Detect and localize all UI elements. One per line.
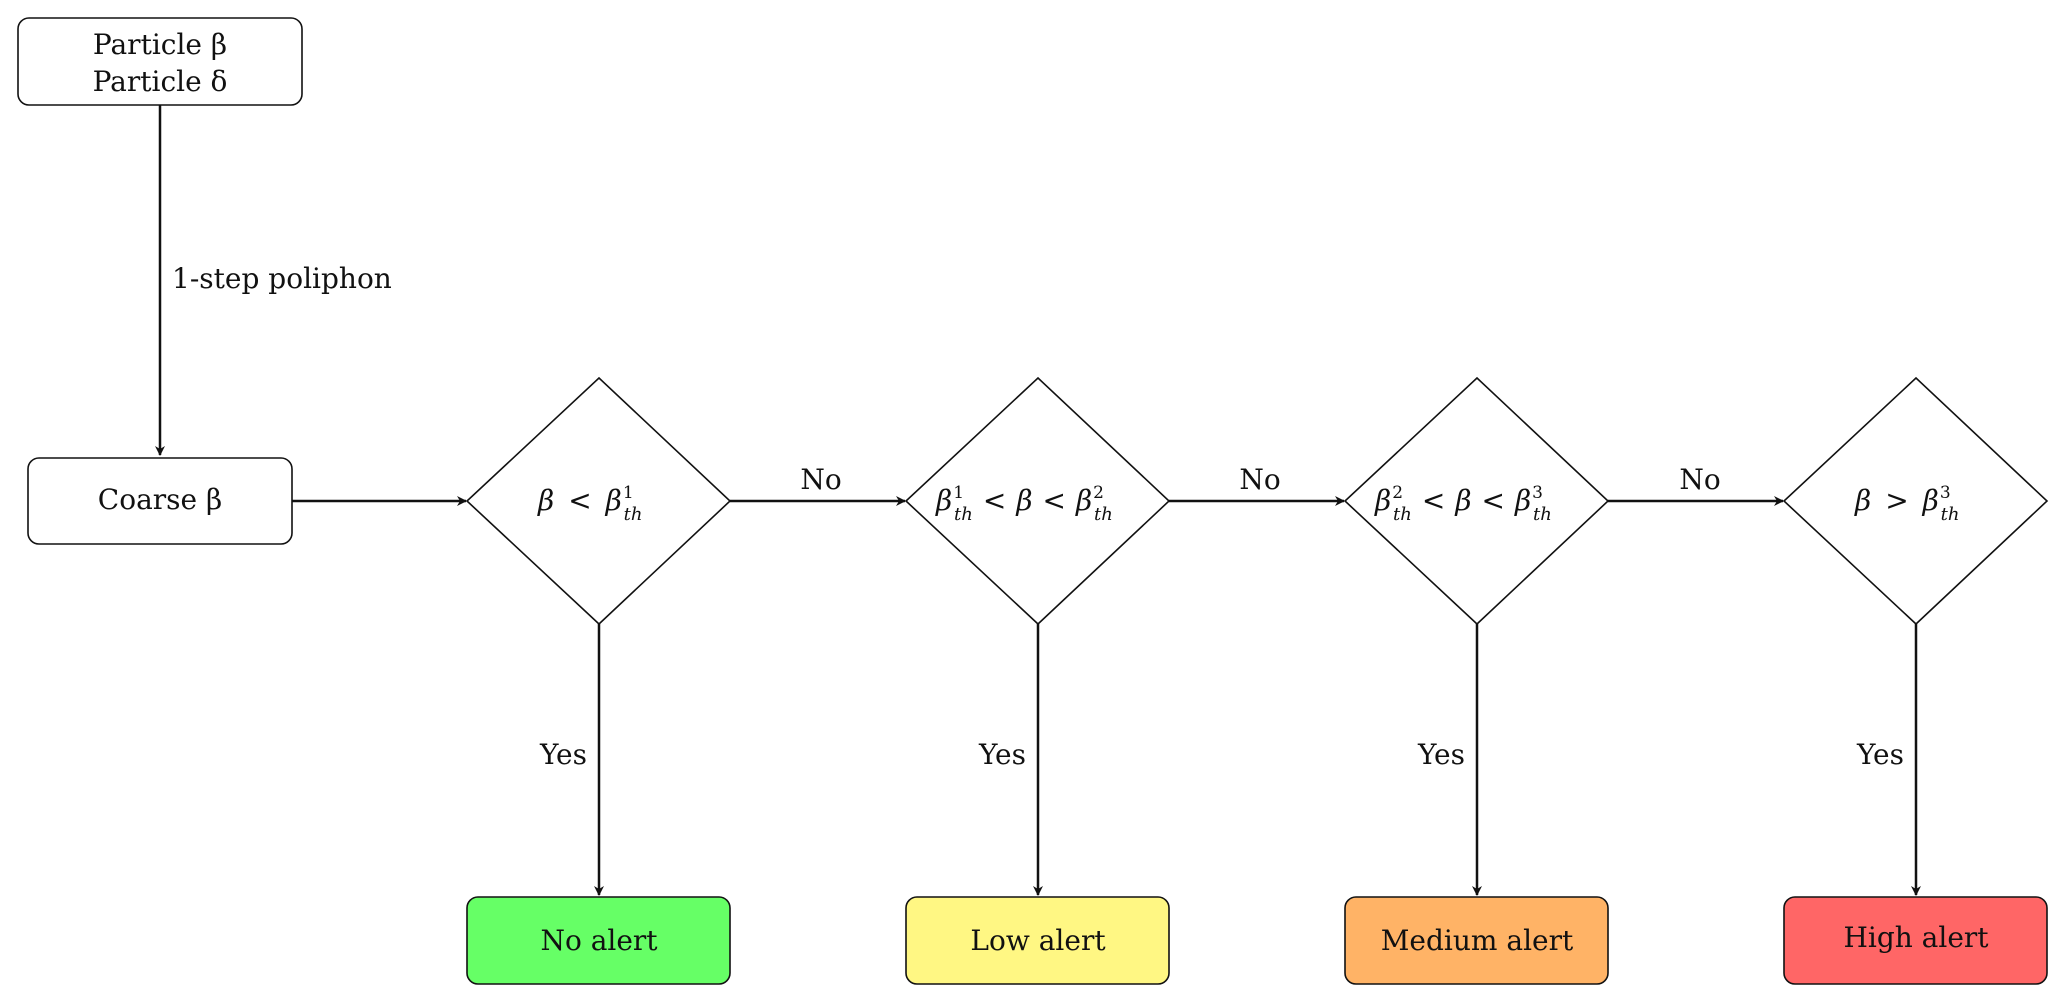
node-medium-alert-label: Medium alert — [1381, 924, 1574, 957]
d2-pre-sub: th — [954, 504, 973, 525]
node-input-line1: Particle β — [93, 28, 227, 61]
d2-pre-sup: 1 — [953, 483, 964, 503]
node-high-alert: High alert — [1783, 896, 2048, 985]
d1-post-sup: 1 — [623, 483, 634, 503]
d2-op1: < — [983, 484, 1006, 517]
node-no-alert-label: No alert — [540, 924, 658, 957]
edge-label-yes-1: Yes — [539, 738, 587, 771]
d3-op1: < — [1422, 484, 1445, 517]
edge-label-yes-3: Yes — [1417, 738, 1465, 771]
d3-post-sup: 3 — [1532, 483, 1543, 503]
node-coarse: Coarse β — [27, 457, 293, 545]
d4-op1: > — [1885, 484, 1908, 517]
edge-label-yes-4: Yes — [1856, 738, 1904, 771]
edge-label-poliphon: 1-step poliphon — [172, 262, 392, 295]
d4-pre: β — [1854, 484, 1871, 517]
d2-post-sup: 2 — [1093, 483, 1104, 503]
node-input-line2: Particle δ — [93, 65, 228, 98]
d3-pre: β — [1374, 484, 1391, 517]
d3-pre-sub: th — [1393, 504, 1412, 525]
d4-post-sub: th — [1941, 504, 1960, 525]
d2-op2: < — [1043, 484, 1066, 517]
d2-post: β — [1075, 484, 1092, 517]
node-high-alert-label: High alert — [1843, 921, 1989, 954]
edge-label-yes-2: Yes — [978, 738, 1026, 771]
d2-post-sub: th — [1094, 504, 1113, 525]
d1-post: β — [605, 484, 622, 517]
node-medium-alert: Medium alert — [1344, 896, 1609, 985]
d3-pre-sup: 2 — [1392, 483, 1403, 503]
d3-mid: β — [1454, 484, 1471, 517]
edge-label-no-1: No — [800, 463, 841, 496]
d1-post-sub: th — [624, 504, 643, 525]
d1-op1: < — [568, 484, 591, 517]
d3-post: β — [1514, 484, 1531, 517]
d3-op2: < — [1482, 484, 1505, 517]
node-no-alert: No alert — [466, 896, 731, 985]
node-low-alert: Low alert — [905, 896, 1170, 985]
edge-label-no-3: No — [1679, 463, 1720, 496]
d3-post-sub: th — [1533, 504, 1552, 525]
d2-mid: β — [1015, 484, 1032, 517]
node-input: Particle β Particle δ — [17, 17, 303, 106]
node-low-alert-label: Low alert — [970, 924, 1106, 957]
edge-label-no-2: No — [1239, 463, 1280, 496]
node-coarse-label: Coarse β — [98, 483, 222, 516]
d4-post-sup: 3 — [1940, 483, 1951, 503]
d2-pre: β — [935, 484, 952, 517]
d4-post: β — [1922, 484, 1939, 517]
d1-pre: β — [537, 484, 554, 517]
